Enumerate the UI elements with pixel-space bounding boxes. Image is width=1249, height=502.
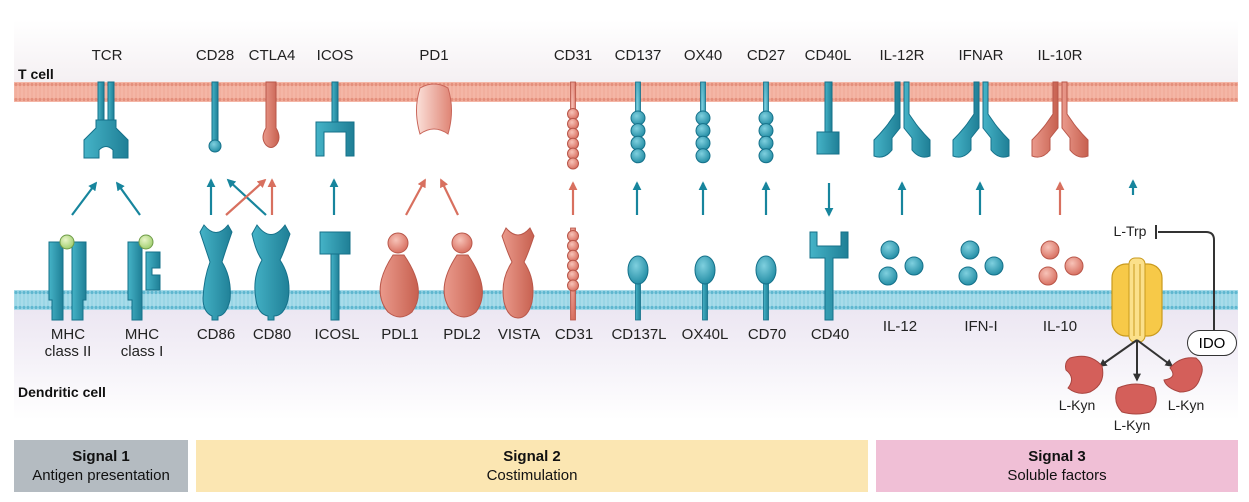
pdl1-shape [379, 232, 419, 318]
ligand-label-ifn-i: IFN-I [964, 318, 998, 335]
t-cell-membrane [14, 82, 1238, 102]
pd1-receptor-shape [416, 83, 452, 135]
mhc-class-ii-shape [48, 234, 87, 321]
cd28-receptor-shape [208, 81, 222, 153]
receptor-label-ctla4: CTLA4 [248, 47, 296, 64]
cd27-receptor-shape [758, 81, 774, 164]
ido-inhibition-line [1155, 225, 1215, 330]
ligand-label-cd70: CD70 [747, 326, 787, 343]
signal-2-title: Signal 2 [503, 448, 561, 465]
ligand-label-mhc-class-ii: MHC class II [44, 326, 92, 360]
t-cell-cytoplasm [14, 20, 1238, 90]
trp-label: L-Trp [1113, 223, 1147, 239]
cd70-shape [755, 255, 777, 321]
ido-enzyme-label: IDO [1187, 330, 1237, 356]
cd137-receptor-shape [630, 81, 646, 164]
ligand-label-cd86: CD86 [196, 326, 236, 343]
ligand-label-il10: IL-10 [1042, 318, 1078, 335]
pdl2-shape [443, 232, 483, 318]
cd86-shape [199, 224, 233, 321]
kyn-label-left: L-Kyn [1058, 397, 1096, 413]
il10r-receptor-shape [1031, 81, 1089, 158]
ox40-receptor-shape [695, 81, 711, 164]
cd80-shape [251, 224, 291, 321]
receptor-label-icos: ICOS [316, 47, 354, 64]
icosl-shape [319, 231, 351, 321]
signal-3-title: Signal 3 [1028, 448, 1086, 465]
soluble-cytokines [878, 240, 1084, 286]
icos-receptor-shape [315, 81, 355, 157]
signal-1-title: Signal 1 [72, 448, 130, 465]
kyn-label-center: L-Kyn [1113, 417, 1151, 433]
ligand-label-ox40l: OX40L [681, 326, 729, 343]
cd137l-shape [627, 255, 649, 321]
vista-shape [501, 227, 535, 319]
receptor-label-il12r: IL-12R [879, 47, 925, 64]
receptor-label-cd137: CD137 [614, 47, 662, 64]
receptor-label-tcr: TCR [91, 47, 123, 64]
ligand-label-il12: IL-12 [882, 318, 918, 335]
interaction-arrows [71, 178, 1138, 217]
cd31-receptor-shape [567, 81, 579, 170]
ligand-label-pdl1: PDL1 [381, 326, 419, 343]
ctla4-receptor-shape [262, 81, 280, 148]
receptor-label-ifnar: IFNAR [958, 47, 1004, 64]
kyn-label-right: L-Kyn [1167, 397, 1205, 413]
ligand-label-vista: VISTA [497, 326, 541, 343]
receptor-label-ox40: OX40 [683, 47, 723, 64]
kynurenine-arrows [1098, 339, 1174, 382]
ifnar-receptor-shape [952, 81, 1010, 158]
receptor-label-il10r: IL-10R [1037, 47, 1083, 64]
mhc-class-i-shape [127, 234, 161, 321]
signal-2-subtitle: Costimulation [486, 467, 578, 484]
t-cell-label: T cell [18, 66, 54, 82]
signal-1-box: Signal 1 Antigen presentation [14, 440, 188, 492]
ligand-label-pdl2: PDL2 [443, 326, 481, 343]
cd40l-receptor-shape [816, 81, 840, 155]
receptor-label-cd40l: CD40L [804, 47, 852, 64]
ido-transporter [1111, 257, 1163, 343]
dendritic-cell-membrane [14, 290, 1238, 310]
signal-3-subtitle: Soluble factors [1007, 467, 1107, 484]
ligand-label-mhc-class-i: MHC class I [120, 326, 164, 360]
cd40-shape [809, 231, 849, 321]
receptor-label-cd28: CD28 [195, 47, 235, 64]
cd31-ligand-shape [567, 227, 579, 321]
receptor-label-cd27: CD27 [746, 47, 786, 64]
receptor-label-cd31: CD31 [553, 47, 593, 64]
receptor-label-pd1: PD1 [419, 47, 449, 64]
signal-3-box: Signal 3 Soluble factors [876, 440, 1238, 492]
dendritic-cell-label: Dendritic cell [18, 384, 106, 400]
ligand-label-cd80: CD80 [252, 326, 292, 343]
ligand-label-cd31: CD31 [554, 326, 594, 343]
signal-1-subtitle: Antigen presentation [32, 467, 170, 484]
kynurenine-molecules [1065, 355, 1203, 415]
ligand-label-icosl: ICOSL [314, 326, 360, 343]
il12r-receptor-shape [873, 81, 931, 158]
ligand-label-cd137l: CD137L [611, 326, 667, 343]
ligand-label-cd40: CD40 [810, 326, 850, 343]
tcr-receptor-shape [83, 81, 129, 159]
signal-2-box: Signal 2 Costimulation [196, 440, 868, 492]
ox40l-shape [694, 255, 716, 321]
